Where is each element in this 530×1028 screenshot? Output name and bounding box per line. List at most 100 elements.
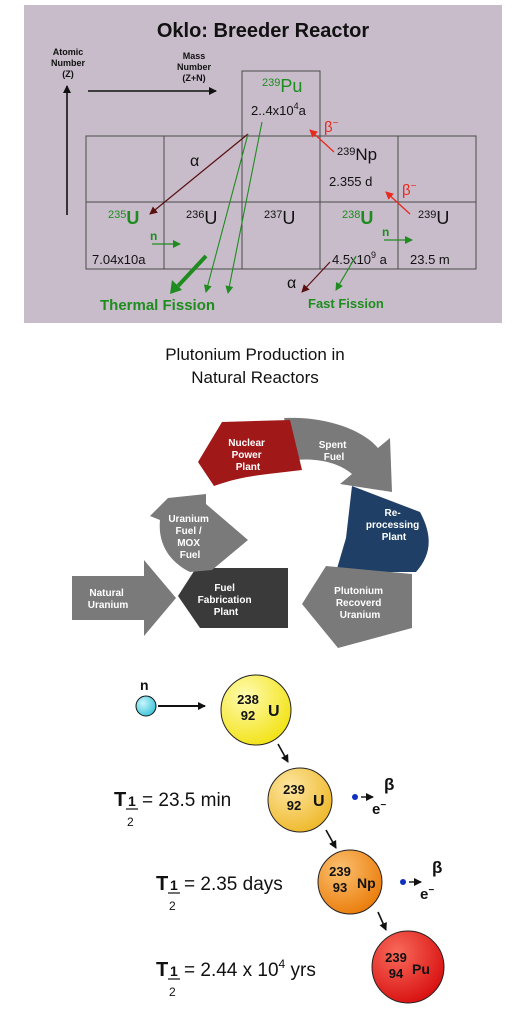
u238-half-life-base: 4.5x10 [332, 252, 371, 267]
u238-nucleus [220, 674, 292, 746]
u239-electron-symbol: e [372, 801, 380, 818]
np239-halflife-num: 1 [170, 877, 178, 893]
nuclear-power-plant-line-3: Plant [236, 462, 261, 473]
fuel-fabrication-plant-label: Fuel Fabrication Plant [198, 583, 255, 618]
reprocessing-plant-line-3: Plant [382, 532, 407, 543]
u238-nucleus-mass: 238 [237, 692, 259, 707]
pu239-half-life-base: 2..4x10 [251, 103, 294, 118]
u238-half-life-exp: 9 [371, 250, 376, 260]
decay-chain-panel: n 238 92 U 239 92 U T 1 2 = 23.5 min β e… [114, 674, 445, 1004]
pu-thermal-fission-arrow [203, 133, 249, 293]
u239-electron: e− [372, 800, 386, 818]
spent-fuel-line-2: Fuel [324, 452, 345, 463]
beta-symbol-1: β [324, 119, 333, 136]
u238-neutron-label: n [382, 225, 389, 239]
nuclear-power-plant-line-1: Nuclear [228, 438, 265, 449]
pu239-half-life-unit: a [299, 103, 307, 118]
neutron-particle [135, 695, 157, 717]
u238-symbol: U [360, 208, 373, 228]
np239-symbol: Np [355, 145, 377, 164]
np239-nucleus-z: 93 [333, 880, 347, 895]
decay-arrow-2 [325, 829, 337, 849]
nuclear-power-plant-line-2: Power [232, 450, 262, 461]
np239-nucleus-mass: 239 [329, 864, 351, 879]
pu239-nucleus-symbol: Pu [412, 961, 430, 977]
pu239-mass: 239 [262, 77, 280, 89]
thermal-fission-label: Thermal Fission [100, 297, 215, 314]
cell-u239 [397, 201, 477, 270]
u237-symbol: U [282, 208, 295, 228]
u238-nucleus-symbol: U [268, 703, 280, 720]
beta-sign-1: − [333, 118, 339, 129]
u239-electron-sign: − [380, 800, 386, 811]
beta-sign-2: − [411, 181, 417, 192]
u235-symbol: U [126, 208, 139, 228]
reprocessing-plant-shape [336, 486, 429, 572]
u239-halflife-t: T [114, 789, 126, 811]
nuclear-power-plant-label: Nuclear Power Plant [228, 438, 267, 473]
pu239-symbol: Pu [280, 76, 302, 96]
natural-uranium-line-2: Uranium [88, 600, 129, 611]
oklo-panel-background [24, 5, 502, 323]
spent-fuel-label: Spent Fuel [319, 440, 350, 463]
pu-fission-arrow-2 [225, 121, 263, 294]
spent-fuel-arrow [284, 417, 392, 492]
np239-electron-sign: − [428, 885, 434, 896]
np239-nucleus [317, 849, 383, 915]
u239-halflife-den: 2 [127, 815, 134, 829]
u236-mass: 236 [186, 209, 204, 221]
mass-number-label-3: (Z+N) [182, 73, 205, 83]
pu239-nucleus [371, 930, 445, 1004]
pu239-half-life-exp: 4 [294, 101, 299, 111]
uranium-fuel-mox-line-1: Uranium [168, 514, 209, 525]
fuel-fabrication-plant-line-1: Fuel [214, 583, 235, 594]
atomic-number-label-3: (Z) [62, 69, 74, 79]
natural-uranium-line-1: Natural [89, 588, 124, 599]
u239-electron-dot [352, 794, 358, 800]
plutonium-recovered-uranium-line-1: Plutonium [334, 586, 383, 597]
u239-halflife-value: = 23.5 min [142, 790, 231, 811]
atomic-number-axis: Atomic Number (Z) [51, 47, 85, 215]
alpha-decay-arrow-pu-to-u235 [149, 133, 249, 215]
mass-number-axis: Mass Number (Z+N) [88, 51, 217, 95]
cycle-title-line-2: Natural Reactors [191, 368, 319, 387]
u235-half-life: 7.04x10a [92, 252, 146, 267]
pu239-halflife-t: T [156, 959, 168, 981]
pu239-nucleus-mass: 239 [385, 950, 407, 965]
beta-label-np-to-pu: β− [324, 118, 339, 136]
uranium-fuel-mox-line-3: MOX [177, 538, 200, 549]
pu239-halflife-num: 1 [170, 963, 178, 979]
u237-mass: 237 [264, 209, 282, 221]
u239-halflife-num: 1 [128, 793, 136, 809]
np239-halflife-den: 2 [169, 899, 176, 913]
atomic-number-label-1: Atomic [53, 47, 84, 57]
pu239-halflife-value-unit: yrs [285, 960, 316, 981]
mass-number-label-1: Mass [183, 51, 206, 61]
u236-symbol: U [204, 208, 217, 228]
pu239-label: 239Pu [262, 76, 302, 96]
oklo-panel: Oklo: Breeder Reactor Atomic Number (Z) … [24, 5, 502, 323]
mass-number-label-2: Number [177, 62, 212, 72]
u235-neutron-label: n [150, 229, 157, 243]
pu239-halflife-value-exp: 4 [279, 957, 286, 971]
np239-beta-symbol: β [432, 858, 442, 877]
u236-label: 236U [186, 208, 217, 228]
nuclide-grid [85, 70, 477, 270]
np239-half-life: 2.355 d [329, 174, 372, 189]
spent-fuel-line-1: Spent [319, 440, 347, 451]
uranium-fuel-mox-label: Uranium Fuel / MOX Fuel [168, 514, 211, 561]
pu239-half-life: 2..4x104a [251, 101, 307, 118]
plutonium-recovered-uranium-line-3: Uranium [340, 610, 381, 621]
u239-nucleus-mass: 239 [283, 782, 305, 797]
u237-label: 237U [264, 208, 295, 228]
beta-label-u-to-np: β− [402, 181, 417, 199]
u239-half-life: 23.5 m [410, 252, 450, 267]
u238-half-life-unit: a [376, 252, 388, 267]
u235-thermal-fission-arrow [176, 254, 208, 288]
u235-thermal-fission-arrowhead [170, 280, 182, 294]
pu239-nucleus-z: 94 [389, 966, 404, 981]
np239-electron-dot [400, 879, 406, 885]
u238-nucleus-z: 92 [241, 708, 255, 723]
u238-mass: 238 [342, 209, 360, 221]
pu239-halflife-den: 2 [169, 985, 176, 999]
